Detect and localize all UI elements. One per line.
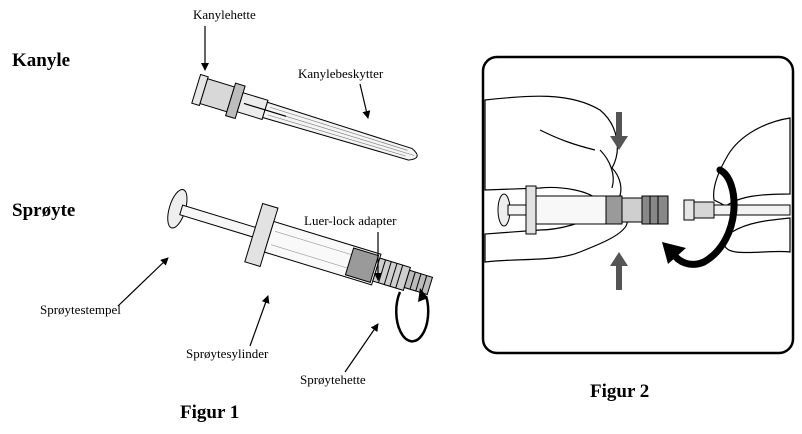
needle-hub-label: Kanylehette xyxy=(193,7,256,22)
cap-arrow xyxy=(344,323,379,373)
needle-heading: Kanyle xyxy=(12,50,70,71)
plunger-label: Sprøytestempel xyxy=(40,302,121,317)
barrel-label: Sprøytesylinder xyxy=(186,346,269,361)
luer-lock-label: Luer-lock adapter xyxy=(304,213,397,228)
syringe-heading: Sprøyte xyxy=(12,200,75,221)
cap-label: Sprøytehette xyxy=(300,372,366,387)
left-hand-illustration xyxy=(484,95,628,263)
barrel-arrow xyxy=(249,295,270,347)
figure-1: Kanyle Sprøyte Kanylehette Kanylebeskytt… xyxy=(12,7,434,423)
figure-1-caption: Figur 1 xyxy=(180,402,239,423)
needle-shield xyxy=(262,101,418,161)
needle-shield-label: Kanylebeskytter xyxy=(298,66,384,81)
needle-illustration xyxy=(191,73,418,161)
push-down-arrow-icon xyxy=(610,112,628,150)
syringe-illustration xyxy=(167,188,434,343)
twist-arrow-icon xyxy=(662,166,738,268)
syringe-connect-illustration xyxy=(497,185,791,235)
plunger-arrow xyxy=(117,257,169,307)
plunger-rod xyxy=(179,204,260,239)
syringe-flange xyxy=(244,202,279,268)
figure-2: Figur 2 xyxy=(481,55,795,402)
rotation-arrow-icon xyxy=(395,291,430,343)
figure-2-caption: Figur 2 xyxy=(590,381,649,402)
push-up-arrow-icon xyxy=(610,252,628,290)
needle-shield-arrow xyxy=(359,83,371,119)
